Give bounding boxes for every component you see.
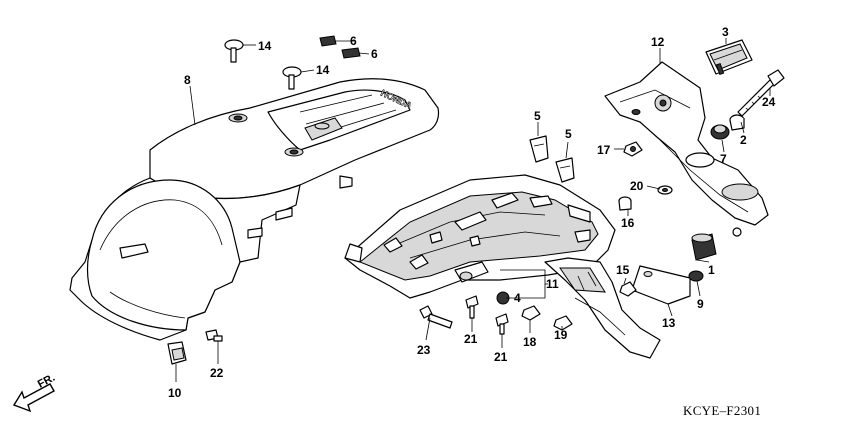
callout-7: 7	[720, 152, 727, 166]
rubber-1	[691, 227, 742, 261]
nut-17	[623, 141, 643, 157]
fender-mounting-bracket	[339, 174, 616, 299]
nut-19	[553, 315, 573, 331]
bolt-22	[205, 329, 223, 342]
callout-16: 16	[621, 216, 635, 230]
bolt-23	[419, 305, 453, 329]
collar-2	[729, 114, 745, 131]
clip-5b	[555, 157, 575, 183]
grommet-9	[688, 270, 704, 282]
callout-21a: 21	[464, 332, 478, 346]
callout-24: 24	[762, 95, 776, 109]
clip-6a	[319, 35, 337, 47]
front-direction-label: FR.	[36, 372, 57, 391]
clip-5a	[529, 135, 549, 163]
callout-2: 2	[740, 133, 747, 147]
callout-19: 19	[554, 328, 568, 342]
washer-20	[657, 185, 673, 195]
bolt-24	[737, 69, 785, 117]
stay-13	[631, 265, 691, 305]
rear-fender: HONDA	[69, 78, 440, 341]
bolt-21a	[465, 295, 479, 319]
callout-14b: 14	[316, 63, 330, 77]
callout-21b: 21	[494, 350, 508, 364]
callout-18: 18	[523, 335, 537, 349]
callout-20: 20	[630, 179, 644, 193]
clip-6b	[341, 47, 361, 59]
callout-10: 10	[168, 386, 182, 400]
bolt-21b	[495, 313, 509, 335]
collar-16	[618, 196, 632, 211]
callout-4: 4	[514, 291, 521, 305]
callout-5b: 5	[565, 127, 572, 141]
grommet-7	[710, 124, 730, 140]
leader-lines	[175, 38, 771, 382]
reflector-bracket	[604, 61, 769, 226]
callout-17: 17	[597, 143, 611, 157]
callout-15: 15	[616, 263, 630, 277]
clip-10	[167, 341, 187, 365]
callout-23: 23	[417, 343, 431, 357]
callout-6a: 6	[350, 34, 357, 48]
reflector-pad	[705, 39, 753, 76]
diagram-code: KCYE–F2301	[683, 403, 761, 418]
callout-22: 22	[210, 366, 224, 380]
callout-5a: 5	[534, 109, 541, 123]
callout-labels: 1 2 3 4 5 5 6 6 7 8 9 10 11 12 13 14 14 …	[168, 25, 776, 400]
callout-12: 12	[651, 35, 665, 49]
callout-8: 8	[184, 73, 191, 87]
license-plate-bracket	[544, 257, 661, 359]
callout-9: 9	[697, 297, 704, 311]
screw-14a	[224, 39, 244, 63]
nut-15	[619, 281, 637, 297]
front-direction-indicator: FR.	[12, 372, 57, 413]
callout-13: 13	[662, 316, 676, 330]
callout-11: 11	[546, 277, 559, 291]
callout-1: 1	[708, 263, 715, 277]
callout-14a: 14	[258, 39, 272, 53]
front-arrow-icon	[12, 383, 55, 413]
callout-3: 3	[722, 25, 729, 39]
nut-18	[521, 305, 541, 321]
screw-14b	[282, 66, 302, 90]
callout-6b: 6	[371, 47, 378, 61]
